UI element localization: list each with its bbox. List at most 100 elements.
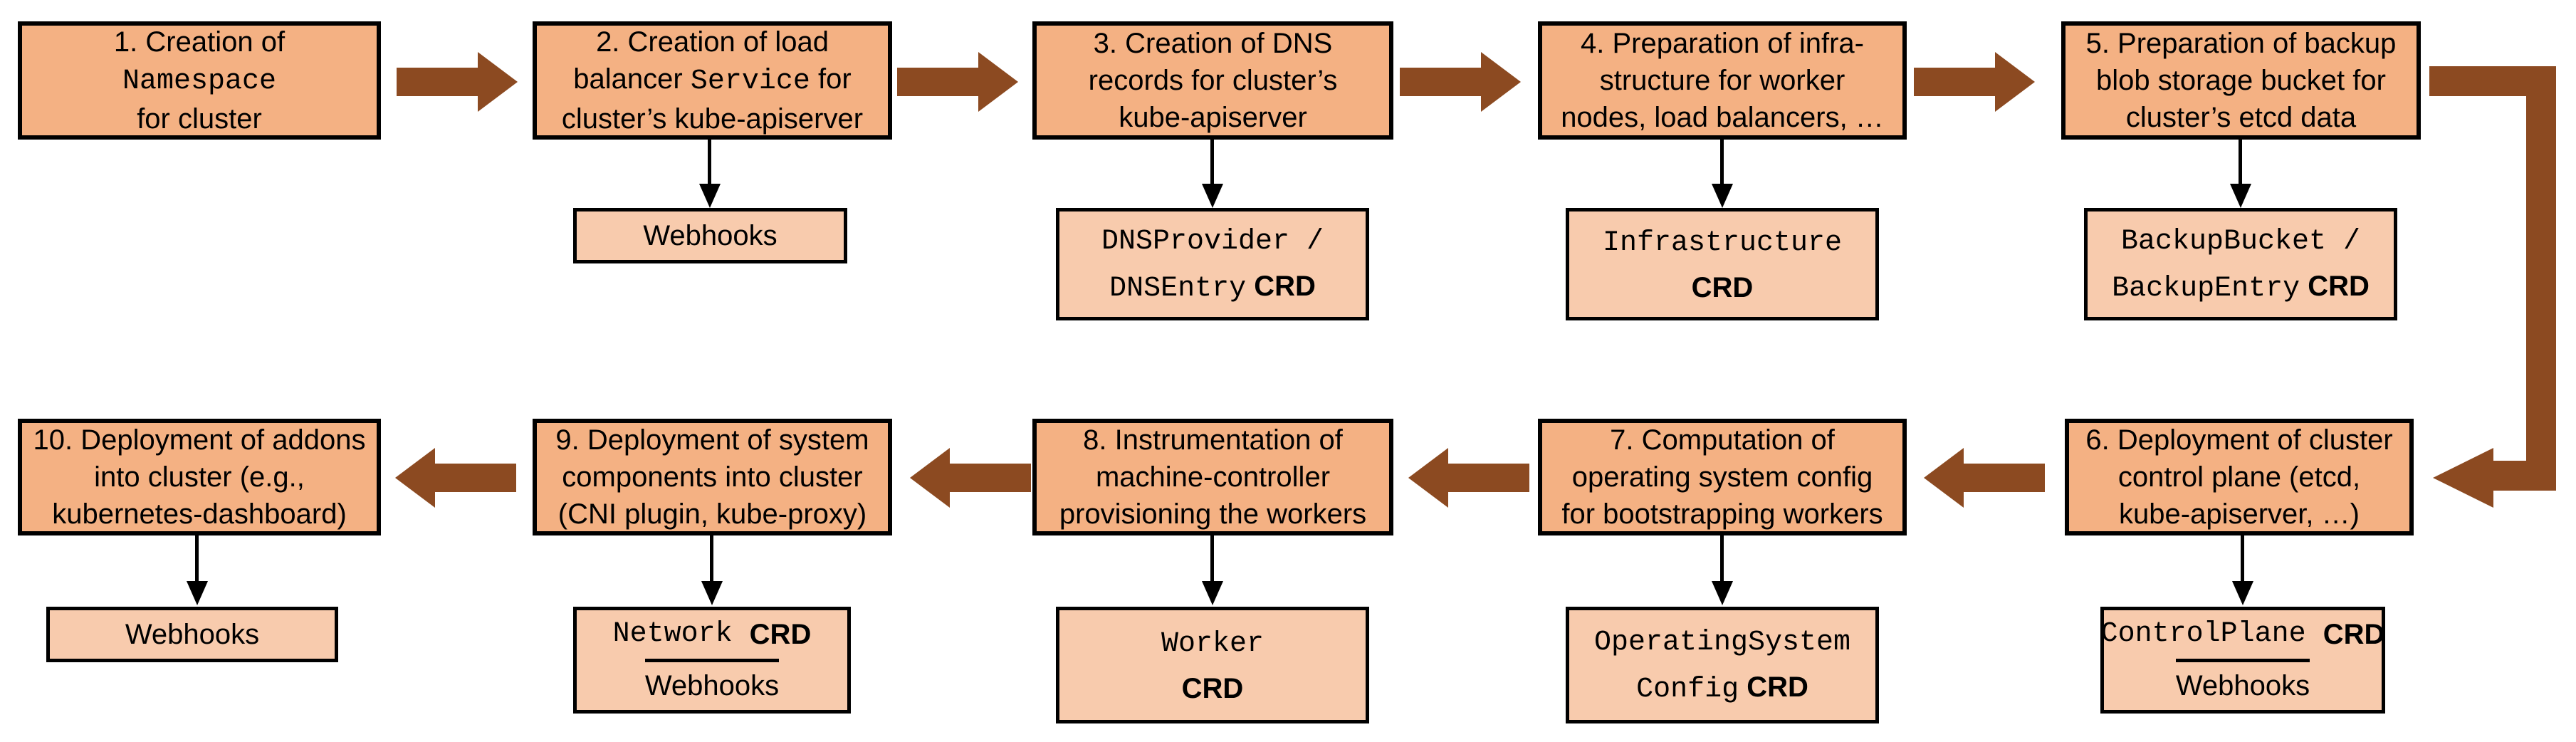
step-text-line: kube-apiserver: [1119, 99, 1307, 136]
artifact-box-dns-crd: DNSProvider / DNSEntry CRD: [1056, 208, 1369, 320]
artifact-text-line: BackupBucket /: [2121, 217, 2360, 264]
step-text-line: records for cluster’s: [1089, 62, 1338, 99]
text-segment: components into cluster: [562, 461, 863, 493]
text-segment: Service: [690, 66, 810, 98]
arrow-head-left-icon: [2433, 448, 2493, 508]
text-segment: DNSEntry: [1109, 273, 1247, 305]
text-segment: 5. Preparation of backup: [2085, 28, 2397, 59]
flow-arrow-step8-to-step9: [910, 448, 1031, 508]
step-box-10-addons: 10. Deployment of addons into cluster (e…: [18, 419, 381, 535]
step-box-4-infrastructure: 4. Preparation of infra- structure for w…: [1538, 21, 1907, 140]
text-segment: ControlPlane: [2100, 617, 2323, 650]
connector-arrow-step3-dns-crd: [1202, 140, 1223, 208]
connector-stem: [195, 535, 199, 582]
text-segment: OperatingSystem: [1593, 627, 1851, 659]
text-segment: CRD: [1246, 271, 1316, 302]
text-segment: DNSProvider /: [1101, 226, 1324, 258]
step-text-line: 10. Deployment of addons: [33, 422, 366, 459]
artifact-box-operating-system-config-crd: OperatingSystem Config CRD: [1566, 607, 1879, 723]
step-text-line: 3. Creation of DNS: [1094, 25, 1333, 62]
artifact-text-line: DNSEntry CRD: [1109, 264, 1316, 311]
text-segment: 1. Creation of: [113, 26, 286, 58]
step-text-line: machine-controller: [1096, 459, 1330, 496]
arrow-head-down-icon: [1202, 581, 1223, 605]
artifact-text-line: DNSProvider /: [1101, 217, 1324, 264]
artifact-text-line: Webhooks: [125, 612, 259, 657]
artifact-box-webhooks-step2: Webhooks: [573, 208, 847, 263]
flow-arrow-step1-to-step2: [397, 52, 518, 112]
text-segment: kubernetes-dashboard): [52, 498, 347, 530]
connector-arrow-step10-webhooks: [187, 535, 208, 605]
connector-stem: [2239, 140, 2242, 185]
text-segment: Webhooks: [644, 670, 780, 702]
step-text-line: components into cluster: [562, 459, 862, 496]
step-text-line: 9. Deployment of system: [555, 422, 869, 459]
connector-stem: [2241, 535, 2244, 582]
text-segment: 10. Deployment of addons: [33, 424, 366, 456]
step-text-line: for bootstrapping workers: [1561, 496, 1883, 533]
text-segment: 7. Computation of: [1610, 424, 1835, 456]
artifact-box-backup-crd: BackupBucket / BackupEntry CRD: [2084, 208, 2397, 320]
step-text-line: Namespace: [122, 61, 276, 100]
arrow-head-down-icon: [187, 581, 208, 605]
text-segment: cluster’s etcd data: [2125, 102, 2357, 133]
arrow-shaft: [397, 68, 478, 96]
step-box-3-dns-records: 3. Creation of DNS records for cluster’s…: [1032, 21, 1393, 140]
step-text-line: provisioning the workers: [1059, 496, 1366, 533]
connector-arrow-step4-infrastructure-crd: [1712, 140, 1733, 208]
text-segment: provisioning the workers: [1059, 498, 1367, 530]
text-segment: CRD: [2323, 618, 2385, 650]
text-segment: blob storage bucket for: [2096, 65, 2386, 96]
artifact-text-line: Config CRD: [1636, 665, 1808, 712]
artifact-box-controlplane-crd-webhooks: ControlPlane CRD Webhooks: [2100, 607, 2385, 714]
text-segment: Namespace: [122, 66, 277, 98]
step-text-line: 2. Creation of load: [596, 23, 829, 61]
step-box-9-system-components: 9. Deployment of system components into …: [533, 419, 892, 535]
flow-arrow-step9-to-step10: [395, 448, 516, 508]
step-text-line: for cluster: [137, 100, 262, 137]
step-box-1-namespace: 1. Creation of Namespace for cluster: [18, 21, 381, 140]
artifact-text-line: OperatingSystem: [1594, 618, 1850, 665]
arrow-head-down-icon: [2232, 581, 2253, 605]
artifact-text-line: CRD: [1692, 266, 1754, 310]
arrow-head-down-icon: [699, 184, 721, 208]
text-segment: 9. Deployment of system: [555, 424, 869, 456]
arrow-head-right-icon: [1995, 52, 2035, 112]
connector-stem: [708, 140, 711, 185]
text-segment: kube-apiserver, …): [2119, 498, 2360, 530]
step-text-line: balancer Service for: [573, 61, 851, 100]
text-segment: BackupBucket /: [2120, 226, 2361, 258]
text-segment: control plane (etcd,: [2117, 461, 2361, 493]
step-text-line: (CNI plugin, kube-proxy): [558, 496, 867, 533]
text-segment: machine-controller: [1095, 461, 1331, 493]
artifact-text-line: Worker: [1161, 620, 1264, 667]
text-segment: nodes, load balancers, …: [1561, 102, 1884, 133]
artifact-box-network-crd-webhooks: Network CRD Webhooks: [573, 607, 851, 714]
artifact-text-line: Webhooks: [2175, 658, 2310, 711]
artifact-text-line: Network CRD: [613, 610, 812, 659]
connector-arrow-step8-worker-crd: [1202, 535, 1223, 605]
step-text-line: 1. Creation of: [114, 23, 285, 61]
text-segment: Webhooks: [643, 220, 777, 251]
elbow-arrow-vertical-segment: [2526, 66, 2556, 491]
step-box-6-control-plane: 6. Deployment of cluster control plane (…: [2065, 419, 2414, 535]
arrow-shaft: [1448, 464, 1529, 492]
connector-arrow-step2-webhooks: [699, 140, 721, 208]
arrow-shaft: [1400, 68, 1481, 96]
step-text-line: cluster’s etcd data: [2126, 99, 2356, 136]
flow-arrow-step7-to-step8: [1408, 448, 1529, 508]
text-segment: kube-apiserver: [1119, 102, 1307, 133]
step-text-line: 6. Deployment of cluster: [2085, 422, 2392, 459]
step-text-line: 8. Instrumentation of: [1083, 422, 1343, 459]
step-text-line: 4. Preparation of infra-: [1581, 25, 1864, 62]
artifact-text-line: CRD: [1182, 667, 1244, 711]
step-text-line: cluster’s kube-apiserver: [562, 100, 863, 137]
text-segment: CRD: [1739, 672, 1808, 703]
text-segment: CRD: [1691, 272, 1754, 303]
arrow-head-left-icon: [1408, 448, 1448, 508]
text-segment: Webhooks: [2175, 670, 2310, 702]
connector-stem: [1720, 535, 1724, 582]
step-text-line: control plane (etcd,: [2118, 459, 2360, 496]
connector-stem: [1720, 140, 1724, 185]
